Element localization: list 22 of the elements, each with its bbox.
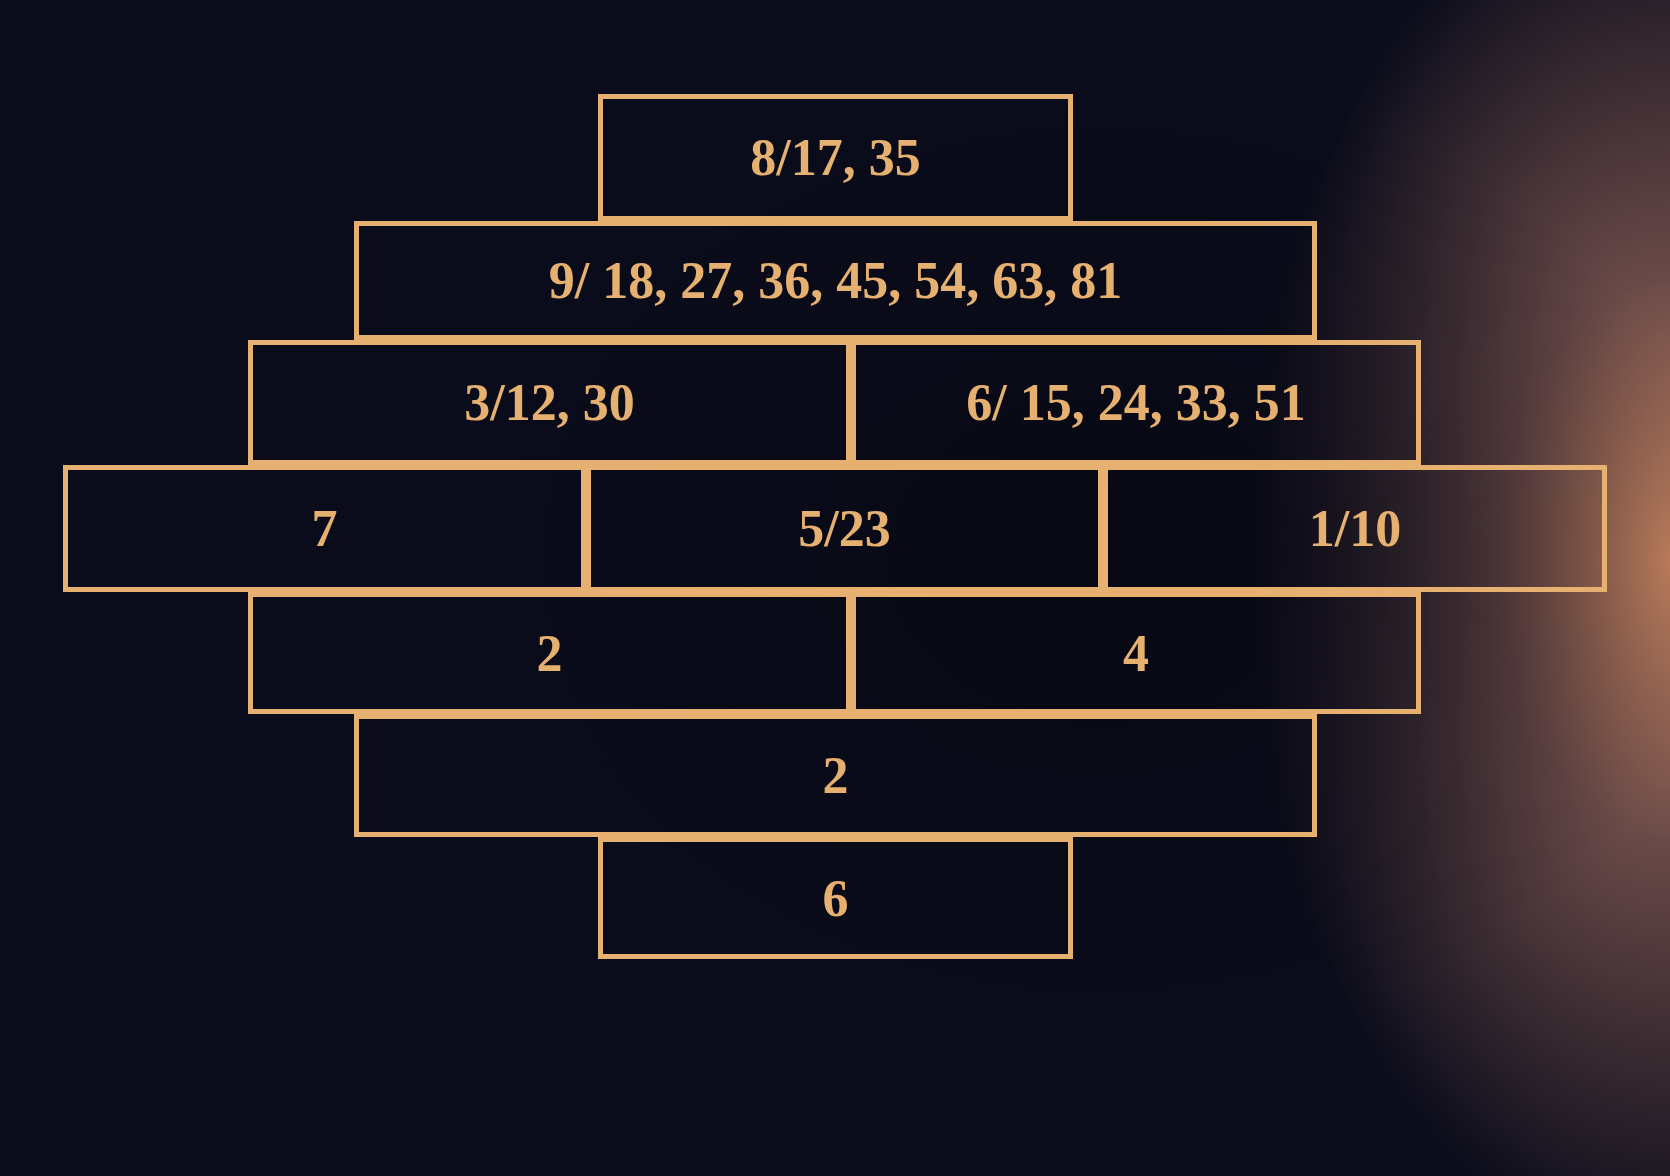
number-text: 2 [536,623,563,683]
number-text: 6 [822,868,849,928]
number-box [851,340,1421,465]
number-text: 4 [1123,623,1149,683]
number-text: 2 [822,746,849,805]
number-box [851,592,1421,714]
number-box [598,94,1073,221]
number-box [63,465,586,592]
number-text: 1/10 [1308,499,1402,558]
number-box [586,465,1103,592]
number-text: 9/ 18, 27, 36, 45, 54, 63, 81 [548,251,1123,310]
number-box [354,714,1317,837]
number-text: 5/23 [798,499,891,558]
number-box [248,592,851,714]
number-box [248,340,851,465]
number-text: 6/ 15, 24, 33, 51 [966,373,1306,432]
number-box [1103,465,1607,592]
number-text: 7 [311,499,338,558]
number-text: 8/17, 35 [750,128,921,187]
number-text: 3/12, 30 [464,373,635,432]
number-box [598,837,1073,959]
number-box [354,221,1317,340]
